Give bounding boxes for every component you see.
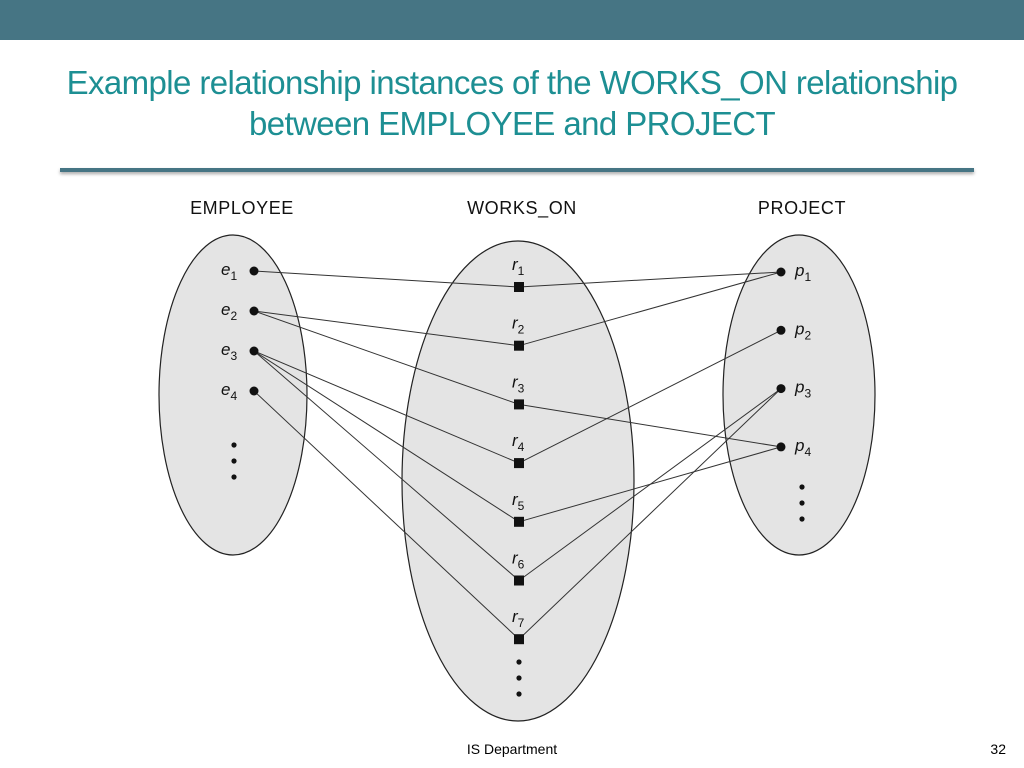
link-r2-to-project-1 — [518, 271, 782, 347]
link-employee-3-to-r4 — [253, 350, 520, 464]
project-dot-2 — [776, 325, 786, 335]
link-employee-3-to-r5 — [253, 350, 520, 523]
works-on-square-1 — [514, 282, 524, 292]
project-dot-1 — [776, 267, 786, 277]
employee-more-dot-2 — [231, 458, 237, 464]
project-more-dot-3 — [799, 516, 805, 522]
link-r6-to-project-3 — [518, 388, 782, 581]
title-line-2: between EMPLOYEE and PROJECT — [248, 105, 776, 142]
works-on-set-ellipse — [401, 240, 635, 722]
link-r7-to-project-3 — [518, 388, 782, 640]
project-dot-3 — [776, 384, 786, 394]
employee-dot-1 — [249, 266, 259, 276]
header-bar — [0, 0, 1024, 40]
works-on-square-6 — [514, 575, 524, 586]
employee-dot-2 — [249, 306, 259, 316]
works-on-square-5 — [514, 516, 524, 527]
employee-set-label: EMPLOYEE — [190, 198, 294, 218]
employee-dot-4 — [249, 386, 259, 396]
project-more-dot-2 — [799, 500, 805, 506]
project-set-label: PROJECT — [758, 198, 846, 218]
project-set-ellipse — [722, 234, 876, 556]
employee-more-dot-1 — [231, 442, 237, 448]
employee-dot-3 — [249, 346, 259, 356]
title-divider — [60, 168, 974, 172]
works-on-set-label: WORKS_ON — [467, 198, 577, 219]
works-on-square-4 — [514, 458, 524, 469]
slide-title: Example relationship instances of the WO… — [40, 62, 984, 144]
works-on-more-dot-1 — [516, 659, 522, 665]
footer-department: IS Department — [466, 741, 558, 757]
link-r1-to-project-1 — [518, 271, 782, 288]
link-r4-to-project-2 — [518, 329, 782, 464]
title-line-1: Example relationship instances of the WO… — [66, 64, 958, 101]
project-more-dot-1 — [799, 484, 805, 490]
works-on-square-2 — [514, 340, 524, 351]
link-employee-2-to-r2 — [253, 310, 520, 347]
employee-set-ellipse — [158, 234, 308, 556]
employee-more-dot-3 — [231, 474, 237, 480]
link-r3-to-project-4 — [518, 403, 782, 448]
project-dot-4 — [776, 442, 786, 452]
link-employee-4-to-r7 — [253, 390, 520, 640]
works-on-more-dot-3 — [516, 691, 522, 697]
link-employee-2-to-r3 — [253, 310, 520, 405]
link-employee-3-to-r6 — [253, 350, 520, 581]
footer-page-number: 32 — [990, 741, 1006, 757]
works-on-square-7 — [514, 634, 524, 645]
works-on-square-3 — [514, 399, 524, 410]
works-on-more-dot-2 — [516, 675, 522, 681]
link-employee-1-to-r1 — [253, 270, 520, 288]
